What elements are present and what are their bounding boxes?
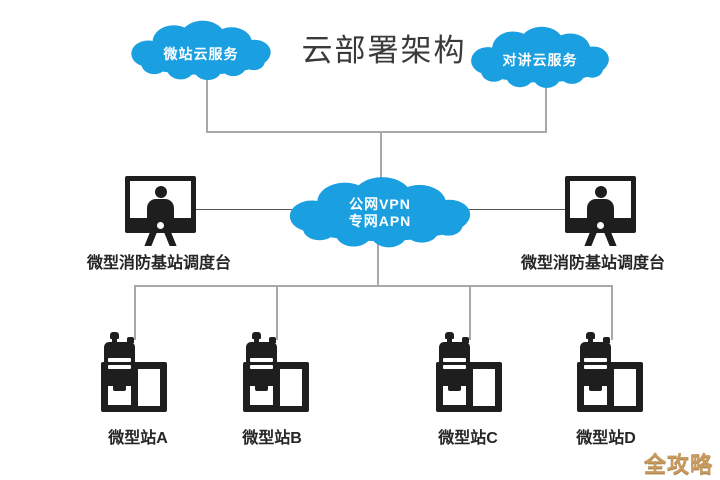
connector-left-cloud-drop (206, 75, 208, 133)
connector-station-d-drop (611, 285, 613, 340)
radio-speaker-stripe (584, 365, 607, 369)
cabinet-door (473, 369, 495, 406)
monitor-screen (570, 181, 631, 218)
monitor-frame (125, 176, 196, 233)
station-a-label: 微型站A (108, 430, 168, 447)
connector-bottom-bus (134, 285, 613, 287)
station-d-icon (576, 332, 646, 414)
antenna-tip (252, 332, 261, 339)
connector-station-a-drop (134, 285, 136, 340)
left-cloud-label: 微站云服务 (163, 46, 239, 62)
connector-station-c-drop (469, 285, 471, 340)
center-cloud-label: 公网VPN 专网APN (270, 196, 490, 230)
antenna-tip (110, 332, 119, 339)
radio-speaker-stripe (584, 358, 607, 362)
station-b-label: 微型站B (242, 430, 302, 447)
walkie-talkie-icon (104, 342, 135, 386)
radio-speaker-stripe (108, 358, 131, 362)
antenna-tip (445, 332, 454, 339)
antenna-tip (586, 332, 595, 339)
radio-speaker-stripe (250, 358, 273, 362)
operator-head-icon (155, 186, 167, 198)
center-cloud-line2: 专网APN (348, 213, 412, 229)
cabinet-door (138, 369, 160, 406)
connector-center-cloud-down (377, 243, 379, 287)
antenna-rod (254, 337, 259, 345)
station-c-label: 微型站C (438, 430, 498, 447)
operator-bust-icon (147, 199, 174, 218)
monitor-stand-left (144, 233, 157, 246)
operator-bust-icon (587, 199, 614, 218)
volume-knob (127, 337, 134, 343)
connector-center-cloud-up (380, 131, 382, 191)
center-cloud-line1: 公网VPN (349, 196, 411, 212)
walkie-talkie-base (448, 386, 461, 391)
monitor-button (157, 222, 164, 229)
antenna-rod (588, 337, 593, 345)
station-a-icon (100, 332, 170, 414)
station-d-label: 微型站D (576, 430, 636, 447)
left-console-monitor-icon (125, 176, 196, 248)
station-b-icon (242, 332, 312, 414)
monitor-frame (565, 176, 636, 233)
antenna-rod (112, 337, 117, 345)
walkie-talkie-icon (246, 342, 277, 386)
monitor-button (597, 222, 604, 229)
left-console-label: 微型消防基站调度台 (86, 255, 231, 272)
antenna-rod (447, 337, 452, 345)
monitor-screen (130, 181, 191, 218)
walkie-talkie-base (113, 386, 126, 391)
connector-station-b-drop (276, 285, 278, 340)
walkie-talkie-icon (439, 342, 470, 386)
right-console-label: 微型消防基站调度台 (520, 255, 665, 272)
monitor-stand-right (164, 233, 177, 246)
volume-knob (603, 337, 610, 343)
connector-left-console-link (196, 209, 292, 210)
connector-top-bus (206, 131, 547, 133)
connector-right-console-link (462, 209, 565, 210)
operator-head-icon (595, 186, 607, 198)
volume-knob (462, 337, 469, 343)
page-title: 云部署架构 (301, 33, 467, 68)
walkie-talkie-icon (580, 342, 611, 386)
station-c-icon (435, 332, 505, 414)
connector-right-cloud-drop (545, 80, 547, 133)
walkie-talkie-base (255, 386, 268, 391)
monitor-stand-left (584, 233, 597, 246)
walkie-talkie-base (589, 386, 602, 391)
monitor-stand-right (604, 233, 617, 246)
radio-speaker-stripe (443, 358, 466, 362)
right-console-monitor-icon (565, 176, 636, 248)
radio-speaker-stripe (250, 365, 273, 369)
volume-knob (269, 337, 276, 343)
cabinet-door (280, 369, 302, 406)
right-cloud-label: 对讲云服务 (502, 52, 578, 68)
radio-speaker-stripe (443, 365, 466, 369)
radio-speaker-stripe (108, 365, 131, 369)
cabinet-door (614, 369, 636, 406)
watermark: 全攻略 (644, 452, 714, 477)
